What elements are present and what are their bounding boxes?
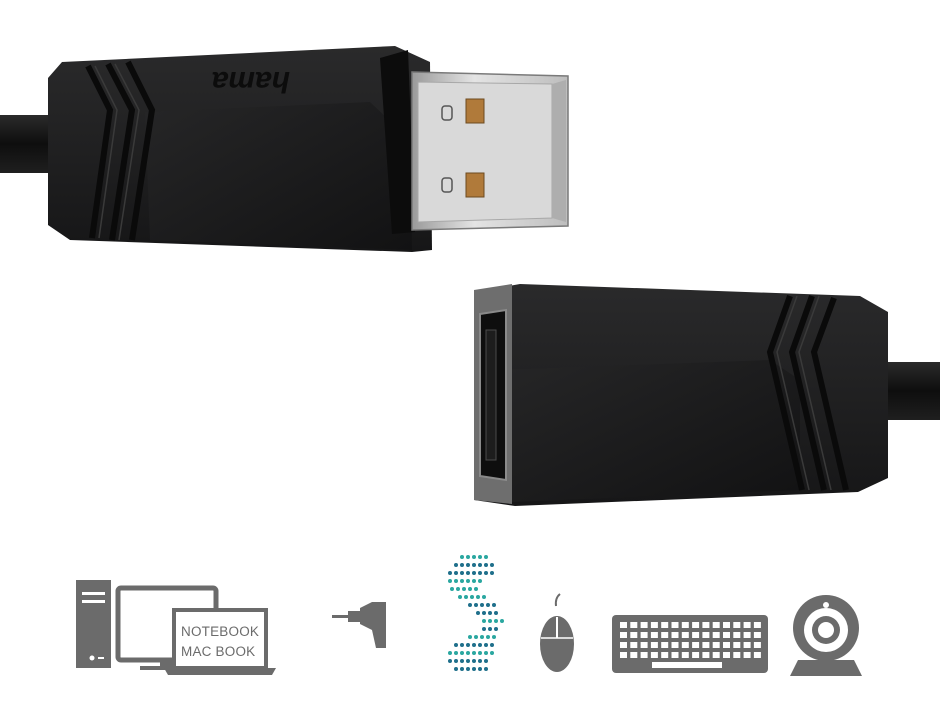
- keyboard-icon: [612, 615, 768, 673]
- webcam-icon: [790, 595, 862, 676]
- power-adapter-icon: [332, 602, 386, 648]
- usb-a-male-connector: hama: [0, 46, 569, 252]
- laptop-label-line2: MAC BOOK: [181, 644, 255, 659]
- brand-logo: hama: [212, 65, 290, 98]
- desktop-pc-icon: [76, 580, 111, 668]
- compatible-devices-row: NOTEBOOK MAC BOOK: [76, 555, 862, 676]
- mouse-icon: [540, 593, 574, 672]
- usb-data-signal-icon: [448, 555, 504, 671]
- cable-right: [880, 362, 940, 420]
- laptop-icon: NOTEBOOK MAC BOOK: [164, 608, 276, 675]
- usb-a-female-connector: [474, 284, 940, 506]
- laptop-label-line1: NOTEBOOK: [181, 624, 259, 639]
